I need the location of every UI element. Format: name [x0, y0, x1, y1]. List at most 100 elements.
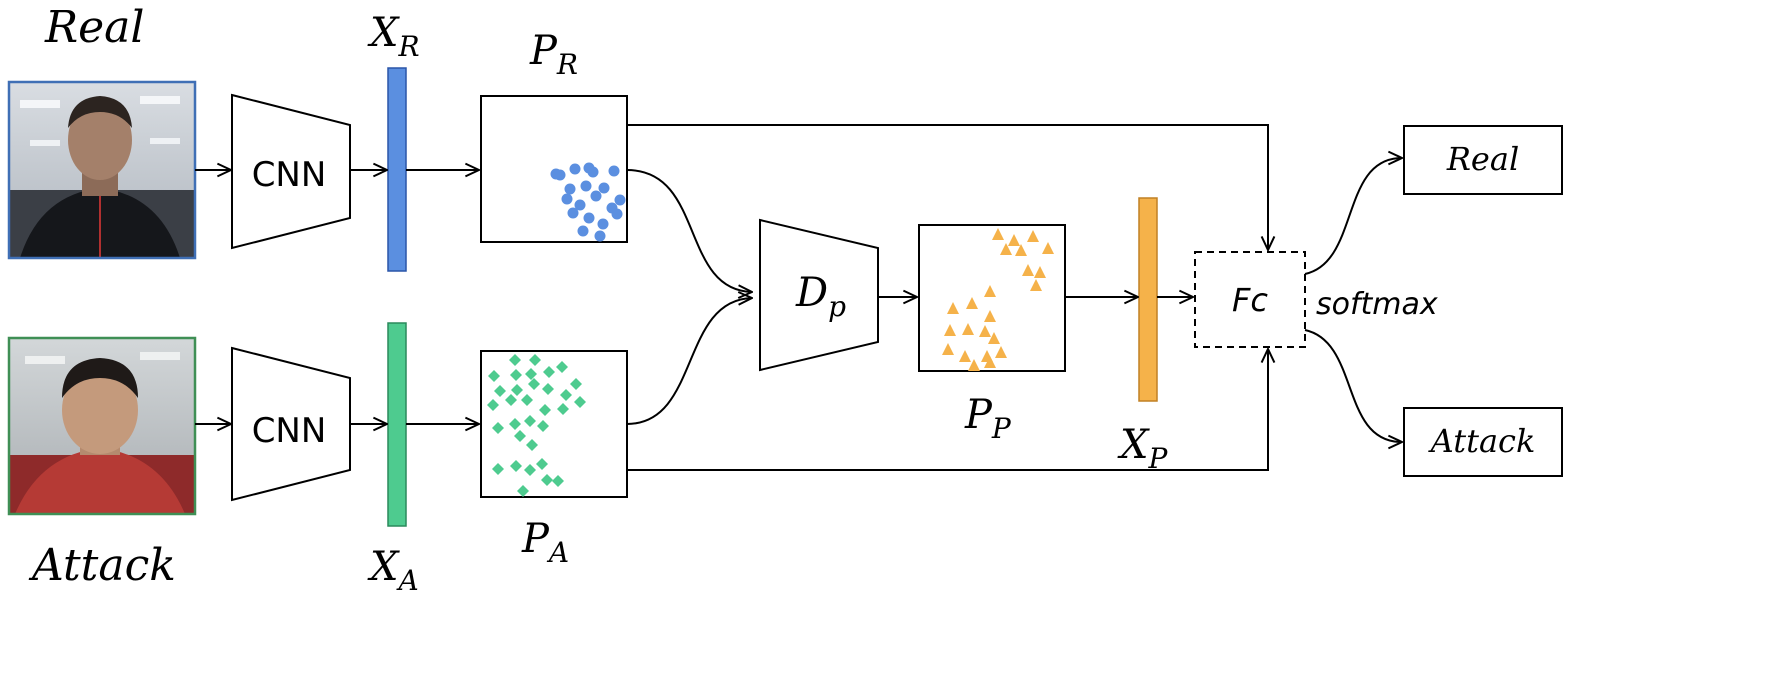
pp-point [944, 324, 956, 336]
pa-point [511, 384, 523, 396]
pp-point [1027, 230, 1039, 242]
pa-point [524, 415, 536, 427]
pp-point [995, 346, 1007, 358]
feature-bar-xp [1138, 197, 1158, 402]
fc-classifier-box [1194, 251, 1306, 348]
pr-scatter-points [550, 162, 626, 242]
pa-point [510, 369, 522, 381]
pr-point [574, 199, 586, 211]
real-input-caption: Real [44, 2, 144, 53]
output-attack-box [1403, 407, 1563, 477]
pa-point [539, 404, 551, 416]
pp-point [984, 285, 996, 297]
pa-point [574, 396, 586, 408]
pa-point [560, 389, 572, 401]
pr-point [564, 183, 576, 195]
pa-point [570, 378, 582, 390]
real-face-photo [7, 80, 197, 260]
cnn-encoder-top [231, 93, 351, 250]
pp-point [979, 325, 991, 337]
pr-point [561, 193, 573, 205]
pa-point [541, 474, 553, 486]
pa-point [536, 458, 548, 470]
pa-point [543, 366, 555, 378]
cnn-encoder-top-label: CNN [252, 155, 327, 195]
pp-point [1008, 234, 1020, 246]
pa-point [524, 464, 536, 476]
pp-point [962, 323, 974, 335]
pa-point [552, 475, 564, 487]
pp-point [966, 297, 978, 309]
pa-point [487, 399, 499, 411]
pa-point [517, 485, 529, 497]
pr-point [590, 190, 602, 202]
feature-bar-xa [387, 322, 407, 527]
feature-label-xr: XR [367, 10, 420, 63]
pr-point [597, 218, 609, 230]
pp-point [1022, 264, 1034, 276]
pa-point [514, 430, 526, 442]
pa-point [509, 354, 521, 366]
pr-point [550, 168, 562, 180]
pa-point [557, 403, 569, 415]
dp-decoder-label: Dp [795, 270, 846, 323]
pr-point [567, 207, 579, 219]
feature-label-xa: XA [367, 544, 419, 597]
output-real-box [1403, 125, 1563, 195]
pa-point [509, 418, 521, 430]
pp-point [988, 332, 1000, 344]
pr-point [594, 230, 606, 242]
pa-point [525, 368, 537, 380]
distribution-box-pp [918, 224, 1066, 372]
pa-point [492, 463, 504, 475]
pp-point [1000, 243, 1012, 255]
pr-point [577, 225, 589, 237]
pa-point [526, 439, 538, 451]
pa-point [505, 394, 517, 406]
pp-point [992, 228, 1004, 240]
pa-point [556, 361, 568, 373]
pr-point [583, 212, 595, 224]
pp-point [984, 356, 996, 368]
dp-decoder [759, 218, 879, 372]
pr-point [598, 182, 610, 194]
softmax-label: softmax [1316, 287, 1438, 322]
feature-bar-xr [387, 67, 407, 272]
pr-point [569, 163, 581, 175]
pa-point [492, 422, 504, 434]
pp-point [1034, 266, 1046, 278]
pp-point [942, 343, 954, 355]
pa-point [510, 460, 522, 472]
attack-input-caption: Attack [28, 540, 176, 591]
pa-point [488, 370, 500, 382]
pa-point [542, 383, 554, 395]
distribution-label-pa: PA [521, 516, 569, 569]
pp-point [1042, 242, 1054, 254]
feature-label-xp: XP [1117, 422, 1168, 475]
attack-face-photo [7, 336, 197, 516]
flow-arrows [195, 124, 1402, 471]
cnn-encoder-bottom [231, 346, 351, 502]
pp-scatter-points [942, 228, 1054, 371]
pa-point [521, 394, 533, 406]
pa-point [537, 420, 549, 432]
pr-point [614, 194, 626, 206]
pp-point [1015, 244, 1027, 256]
cnn-encoder-bottom-label: CNN [252, 411, 327, 451]
pa-point [528, 378, 540, 390]
output-attack-label: Attack [1428, 422, 1536, 460]
output-real-label: Real [1446, 140, 1519, 178]
pr-point [611, 208, 623, 220]
pa-point [529, 354, 541, 366]
distribution-label-pr: PR [529, 28, 578, 81]
pp-point [984, 310, 996, 322]
pp-point [968, 359, 980, 371]
pp-point [947, 302, 959, 314]
pp-point [1030, 279, 1042, 291]
pa-scatter-points [487, 354, 586, 497]
pp-point [959, 350, 971, 362]
pa-point [494, 385, 506, 397]
pr-point [580, 180, 592, 192]
pr-point [608, 165, 620, 177]
